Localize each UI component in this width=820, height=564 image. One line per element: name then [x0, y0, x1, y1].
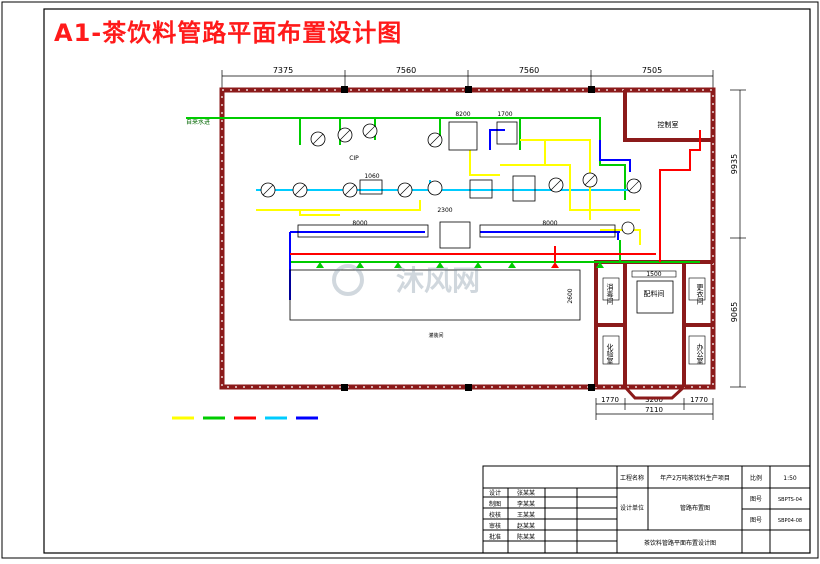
dim-top-4: 7505 [642, 66, 662, 75]
drawing-title: A1-茶饮料管路平面布置设计图 [54, 19, 403, 47]
valve-marker-red [551, 262, 559, 268]
dim-top-1: 7375 [273, 66, 293, 75]
dim-top-3: 7560 [519, 66, 539, 75]
tb-drawing-name: 茶饮料管路平面布置设计图 [644, 539, 716, 547]
cip-label: CIP [349, 155, 359, 162]
room-office-label: 办公室 [696, 343, 704, 365]
tb-scale-label: 比例 [750, 474, 762, 482]
dim-right-1: 9935 [730, 154, 739, 174]
tb-row-value: 陈某某 [517, 533, 535, 541]
dim-box-2: 1700 [497, 111, 512, 118]
dim-box-1: 8200 [455, 111, 470, 118]
tb-row-value: 王某某 [517, 512, 535, 519]
pump-slashes [262, 125, 640, 196]
dim-pipe-room: 1500 [646, 271, 661, 278]
tb-row-label: 设计 [489, 489, 501, 497]
watermark: 沐风网 [332, 264, 480, 297]
tb-sheet-value: SBPTS-04 [778, 497, 802, 503]
tb-row-label: 校核 [489, 511, 501, 519]
dim-center: 2300 [437, 207, 452, 214]
tb-project-value: 年产2万吨茶饮料生产项目 [660, 474, 730, 482]
dim-bottom-1: 1770 [601, 396, 619, 404]
room-pipe-label: 配料间 [644, 289, 665, 298]
equipment-boxes [289, 121, 616, 321]
room-control-label: 控制室 [658, 120, 679, 129]
dim-right-2: 9065 [730, 302, 739, 322]
tb-design-unit-label: 设计单位 [620, 504, 644, 512]
tb-scale-value: 1:50 [783, 475, 797, 482]
tb-code-value: SBP04-08 [778, 518, 802, 524]
dim-bottom-3: 1770 [690, 396, 708, 404]
dim-bottom-total: 7110 [645, 406, 663, 414]
dim-bottom-bench: 2600 [567, 288, 574, 303]
tb-row-label: 制图 [489, 500, 501, 508]
tb-drawing-label: 管路布置图 [680, 504, 710, 512]
pipe-room-bench [631, 270, 677, 278]
tb-row-label: 批准 [489, 533, 501, 541]
room-sterilize-right-label: 更衣间 [696, 284, 704, 306]
inner-border [43, 8, 811, 554]
dim-tank-right: 8000 [542, 220, 557, 227]
right-dimension-line [730, 89, 746, 388]
tb-row-label: 审核 [489, 522, 501, 530]
tb-row-value: 赵某某 [517, 522, 535, 530]
tb-row-value: 李某某 [517, 500, 535, 508]
floor-note: 灌装间 [428, 332, 443, 339]
watermark-text: 沐风网 [396, 264, 480, 297]
dim-bottom-2: 3200 [645, 396, 663, 404]
dim-tank-left: 8000 [352, 220, 367, 227]
tb-row-value: 张某某 [517, 489, 535, 497]
pipe-room-equipment [636, 280, 674, 314]
pipe-yellow [256, 139, 641, 245]
dim-top-2: 7560 [396, 66, 416, 75]
building-walls [219, 86, 716, 400]
pipe-cyan [256, 180, 640, 191]
title-block [482, 465, 811, 554]
room-sterilize-left-label: 消毒间 [606, 283, 614, 306]
tb-project-label: 工程名称 [620, 474, 644, 482]
tb-code-label: 图号 [750, 517, 762, 524]
dim-box-3: 1060 [364, 173, 379, 180]
valve-markers [316, 262, 604, 268]
water-inlet-label: 自来水进 [186, 118, 210, 126]
room-lab-label: 化验室 [606, 343, 614, 365]
bottom-dimension-line [595, 398, 714, 420]
room-fixtures [602, 277, 706, 365]
pipe-red [290, 130, 701, 262]
tb-sheet-label: 图号 [750, 496, 762, 503]
